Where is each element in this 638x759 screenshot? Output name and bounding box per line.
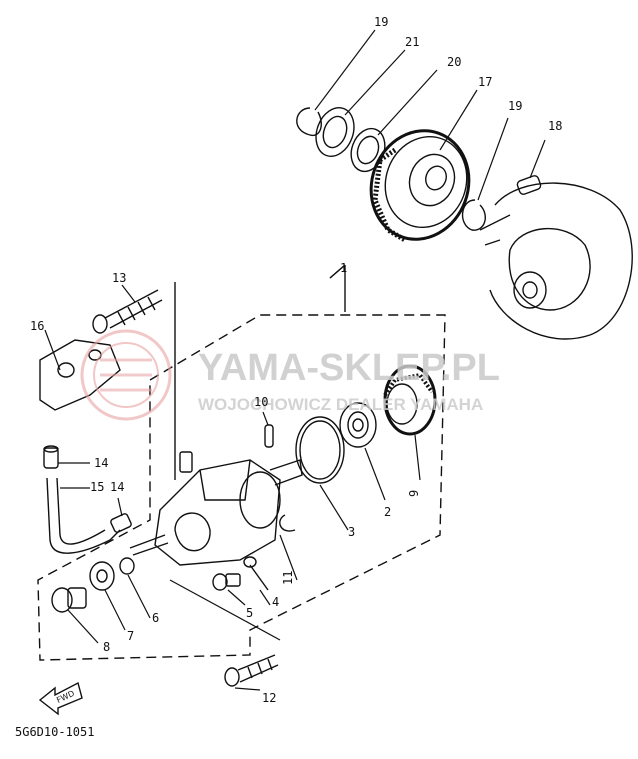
pump-body [129,451,303,566]
callout-14: 14 [94,456,108,470]
callout-3: 3 [348,525,355,539]
watermark-subtitle: WOJOCHOWICZ DEALER YAMAHA [198,395,483,414]
bolt-8 [51,587,87,613]
callout-1: 1 [340,261,347,275]
callout-11: 11 [281,571,295,585]
circlip-19-right [461,199,486,231]
nut-7 [89,561,115,591]
callout-8: 8 [103,640,110,654]
callout-14: 14 [110,480,124,494]
leader-lines [44,29,546,691]
gear-9 [383,364,437,436]
washer-21 [315,107,355,157]
watermark-title: YAMA-SKLEP.PL [198,347,500,389]
callout-15: 15 [90,480,104,494]
sleeve-14-top [43,445,59,469]
assembly-outline [37,314,446,661]
sleeve-14-bottom [110,513,132,533]
callout-6: 6 [152,611,159,625]
callout-12: 12 [262,691,276,705]
callout-21: 21 [405,35,419,49]
callout-9: 9 [407,490,421,497]
fwd-arrow-icon: FWD [38,681,83,716]
screw-5 [212,573,241,591]
washer-6 [119,557,135,575]
callout-19: 19 [374,15,388,29]
callout-13: 13 [112,271,126,285]
callout-18: 18 [548,119,562,133]
callout-16: 16 [30,319,44,333]
callout-5: 5 [246,606,253,620]
hose-15 [46,477,121,554]
callout-17: 17 [478,75,492,89]
crankcase-cover [479,175,633,340]
gear-17 [369,129,471,243]
bolt-12 [224,654,279,687]
watermark: YAMA-SKLEP.PL WOJOCHOWICZ DEALER YAMAHA [80,329,500,421]
circlip-19-top [296,107,322,137]
clip-11 [279,514,296,532]
callout-4: 4 [272,595,279,609]
bolt-13 [92,289,163,334]
screw-4 [249,564,269,591]
callout-2: 2 [384,505,391,519]
o-ring-3 [295,416,345,484]
bearing-2 [339,402,377,448]
callout-7: 7 [127,629,134,643]
callout-10: 10 [254,395,268,409]
callout-20: 20 [447,55,461,69]
diagram-code: 5G6D10-1051 [15,725,94,739]
callout-19: 19 [508,99,522,113]
pin-10 [264,424,274,448]
